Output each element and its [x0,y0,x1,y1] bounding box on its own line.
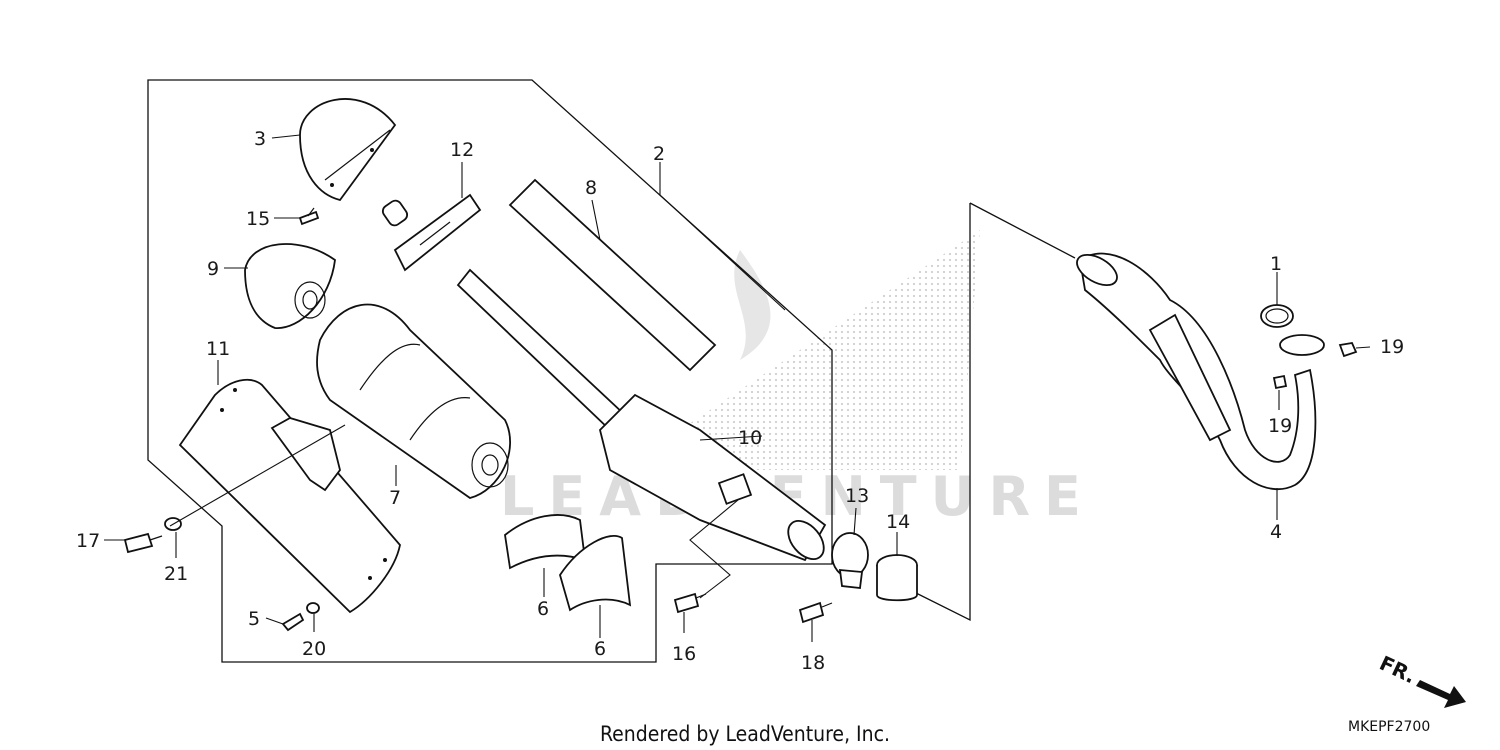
callout-19-lower: 19 [1268,415,1292,437]
callout-4: 4 [1270,521,1282,543]
bolt-17 [123,532,163,554]
bolt-18 [798,601,833,624]
callout-8: 8 [585,177,597,199]
leader-lines [104,134,1371,642]
exhaust-gasket [1260,304,1294,328]
callout-21: 21 [164,563,188,585]
pipe-frame-top [969,202,1076,259]
callout-13: 13 [845,485,869,507]
packing-half-upper [504,514,587,570]
silencer-packing [316,303,511,499]
nut-19-right [1338,341,1358,358]
callout-1: 1 [1270,253,1282,275]
silencer-outer-shell [178,378,401,614]
callout-7: 7 [389,487,401,509]
callout-18: 18 [801,652,825,674]
callout-19-right: 19 [1380,336,1404,358]
nut-19-lower [1272,374,1288,390]
bolt-16 [673,592,707,614]
callout-11: 11 [206,338,230,360]
inner-packing-tube [508,178,717,372]
front-arrow-icon [1416,680,1466,708]
front-label: FR. [1376,651,1420,688]
callout-2: 2 [653,143,665,165]
callout-12: 12 [450,139,474,161]
washer-20 [306,602,320,614]
callout-3: 3 [254,128,266,150]
callout-17: 17 [76,530,100,552]
front-direction-indicator: FR. [1376,651,1466,708]
callout-16: 16 [672,643,696,665]
callout-9: 9 [207,258,219,280]
callout-labels: 1 2 3 4 5 6 6 7 8 9 10 11 12 13 14 15 16… [76,128,1404,674]
callout-15: 15 [246,208,270,230]
end-cap-packing [244,243,336,329]
callout-20: 20 [302,638,326,660]
packing-half-lower [559,534,632,612]
callout-10: 10 [738,427,762,449]
bolt-5 [281,612,305,632]
callout-6-upper: 6 [537,598,549,620]
pipe-frame-side [909,203,971,622]
callout-5: 5 [248,608,260,630]
joint-sleeve [876,554,918,602]
diagram-code: MKEPF2700 [1348,719,1430,735]
screw-15 [298,207,320,226]
muffler-body [456,268,827,562]
callout-14: 14 [886,511,910,533]
clamp [831,532,869,589]
end-cap-cover [299,98,397,202]
exhaust-pipe [1076,252,1325,490]
watermark-wing-shape [620,230,980,470]
end-cap [381,193,482,272]
footer-credit: Rendered by LeadVenture, Inc. [600,722,890,746]
callout-6-lower: 6 [594,638,606,660]
watermark-flame-shape [734,250,771,360]
